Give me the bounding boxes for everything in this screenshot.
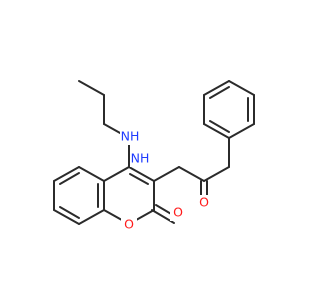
bond-layer	[53, 80, 255, 225]
bond-c4-c4a	[103, 166, 130, 182]
bond-amide-c-ch2	[203, 166, 230, 182]
bond-benzo-inner-3	[59, 206, 80, 219]
bond-amide-n-c	[178, 166, 205, 182]
atom-label-layer: NH NH O O O	[120, 129, 212, 233]
bond-phenyl-1	[228, 123, 255, 139]
bond-ch2-ch3	[78, 80, 105, 96]
bond-phenyl-6	[203, 123, 230, 139]
bond-phenyl-inner-3	[209, 120, 230, 133]
nitrogen-label-mask-propylamino	[120, 129, 140, 145]
amide-nh-label: NH	[131, 151, 150, 166]
amide-oxygen-label-mask	[196, 195, 212, 211]
lactone-oxygen-label-mask	[170, 205, 186, 221]
propylamino-nh-label: NH	[121, 129, 140, 144]
bond-benzo-1	[53, 166, 80, 182]
lactone-carbonyl-oxygen-label: O	[173, 205, 183, 220]
ring-oxygen-label: O	[124, 217, 134, 232]
bond-c4-c3	[128, 166, 155, 182]
bond-benzo-inner-1	[59, 172, 80, 185]
bond-benzo-2	[78, 166, 105, 182]
bond-phenyl-4	[203, 80, 230, 96]
molecule-diagram: NH NH O O O	[53, 80, 255, 233]
amide-carbonyl-oxygen-label: O	[199, 195, 209, 210]
bond-benzo-4	[78, 209, 105, 225]
bond-benzo-5	[53, 209, 80, 225]
bond-phenyl-inner-2	[209, 86, 230, 99]
nitrogen-label-mask-amide	[130, 151, 150, 167]
bond-phenyl-3	[228, 80, 255, 96]
bond-c3-amide-n	[153, 166, 180, 182]
ring-oxygen-label-mask	[121, 217, 137, 233]
bond-c4-c3-inner	[129, 173, 149, 185]
